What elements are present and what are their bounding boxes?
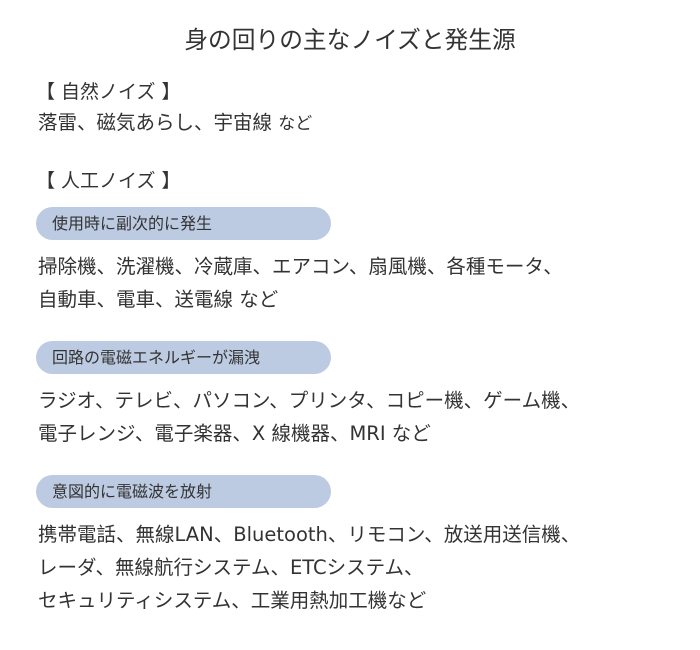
natural-noise-suffix: など [278, 114, 313, 134]
category-pill-intentional: 意図的に電磁波を放射 [36, 475, 331, 508]
natural-noise-list: 落雷、磁気あらし、宇宙線 など [38, 106, 312, 141]
category-text-side-effect-line-1: 掃除機、洗濯機、冷蔵庫、エアコン、扇風機、各種モータ、 [38, 255, 563, 278]
natural-noise-items: 落雷、磁気あらし、宇宙線 [38, 111, 273, 134]
category-text-intentional-line-2: レーダ、無線航行システム、ETCシステム、 [38, 556, 424, 579]
natural-noise-heading: 【 自然ノイズ 】 [36, 81, 181, 103]
page-title: 身の回りの主なノイズと発生源 [184, 26, 516, 54]
category-pill-leakage: 回路の電磁エネルギーが漏洩 [36, 341, 331, 374]
category-text-leakage-line-1: ラジオ、テレビ、パソコン、プリンタ、コピー機、ゲーム機、 [38, 389, 581, 412]
category-text-leakage-line-2: 電子レンジ、電子楽器、X 線機器、MRI など [38, 422, 431, 445]
category-pill-side-effect: 使用時に副次的に発生 [36, 207, 331, 240]
category-text-intentional-line-1: 携帯電話、無線LAN、Bluetooth、リモコン、放送用送信機、 [38, 523, 581, 546]
category-text-side-effect-line-2: 自動車、電車、送電線 など [38, 288, 279, 311]
artificial-noise-heading: 【 人工ノイズ 】 [36, 170, 181, 192]
category-text-intentional-line-3: セキュリティシステム、工業用熱加工機など [38, 589, 427, 612]
